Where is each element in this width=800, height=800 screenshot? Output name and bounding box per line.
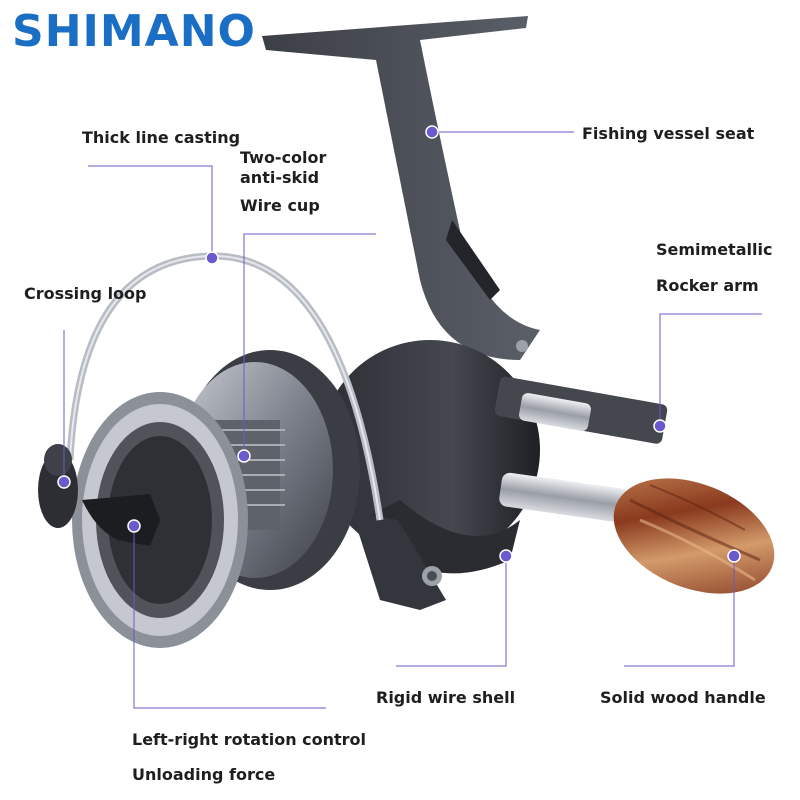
label-fishing-vessel-seat: Fishing vessel seat xyxy=(582,124,755,143)
label-solid-wood-handle: Solid wood handle xyxy=(600,688,766,707)
label-unloading-force: Unloading force xyxy=(132,765,276,784)
spool xyxy=(72,350,360,648)
label-thick-line-casting: Thick line casting xyxy=(82,128,241,147)
label-semimetallic: Semimetallic xyxy=(656,240,773,259)
label-crossing-loop: Crossing loop xyxy=(24,284,147,303)
label-rocker-arm: Rocker arm xyxy=(656,276,759,295)
label-left-right-rotation: Left-right rotation control xyxy=(132,730,367,749)
label-rigid-wire-shell: Rigid wire shell xyxy=(376,688,516,707)
rocker-arm xyxy=(494,376,668,523)
label-two-color: Two-color xyxy=(240,148,327,167)
callout-lines xyxy=(63,131,762,709)
shimano-logo: SHIMANO xyxy=(12,6,256,57)
line-roller xyxy=(38,444,78,528)
callout-dots xyxy=(57,125,741,563)
label-anti-skid: anti-skid xyxy=(240,168,320,187)
wood-handle xyxy=(613,478,775,594)
label-wire-cup: Wire cup xyxy=(240,196,320,215)
reel-foot xyxy=(262,16,540,360)
